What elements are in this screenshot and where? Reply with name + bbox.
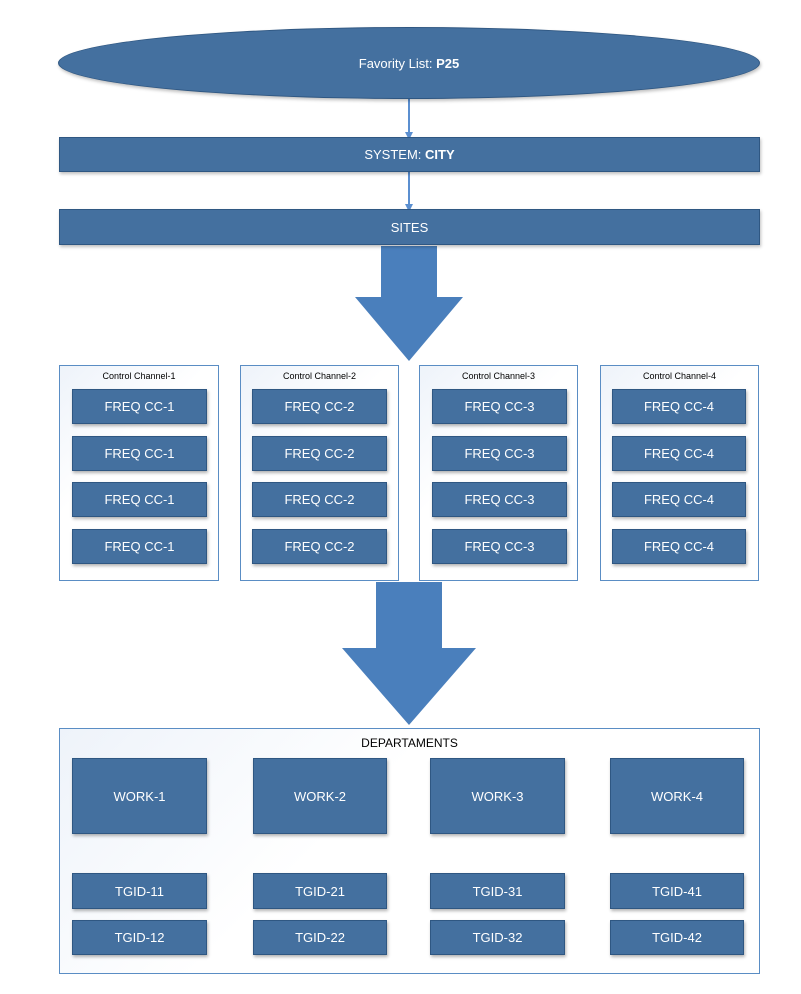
system-node: SYSTEM: CITY (59, 137, 760, 172)
tgid-box: TGID-42 (610, 920, 744, 955)
departments-title: DEPARTAMENTS (361, 736, 458, 750)
tgid-box: TGID-12 (72, 920, 207, 955)
control-channel-panel-4: Control Channel-4 FREQ CC-4 FREQ CC-4 FR… (600, 365, 759, 581)
control-channel-panel-1: Control Channel-1 FREQ CC-1 FREQ CC-1 FR… (59, 365, 219, 581)
freq-box: FREQ CC-1 (72, 482, 207, 517)
freq-box: FREQ CC-4 (612, 389, 746, 424)
freq-box: FREQ CC-3 (432, 482, 567, 517)
freq-box: FREQ CC-3 (432, 436, 567, 471)
tgid-box: TGID-11 (72, 873, 207, 909)
work-box-2: WORK-2 (253, 758, 387, 834)
freq-box: FREQ CC-3 (432, 389, 567, 424)
freq-box: FREQ CC-2 (252, 482, 387, 517)
sites-node: SITES (59, 209, 760, 245)
tgid-box: TGID-31 (430, 873, 565, 909)
favorite-list-node: Favority List: P25 (58, 27, 760, 99)
system-label: SYSTEM: (364, 147, 422, 162)
favorite-list-value: P25 (436, 55, 460, 71)
sites-label: SITES (390, 219, 429, 235)
control-channel-panel-3: Control Channel-3 FREQ CC-3 FREQ CC-3 FR… (419, 365, 578, 581)
departments-panel: DEPARTAMENTS WORK-1 WORK-2 WORK-3 WORK-4… (59, 728, 760, 974)
control-channel-title: Control Channel-3 (461, 371, 536, 381)
favorite-list-label: Favority List: (358, 55, 433, 71)
big-arrow-sites-to-channels (355, 246, 463, 361)
tgid-box: TGID-21 (253, 873, 387, 909)
freq-box: FREQ CC-4 (612, 529, 746, 564)
tgid-box: TGID-32 (430, 920, 565, 955)
control-channel-title: Control Channel-1 (102, 371, 176, 381)
work-box-4: WORK-4 (610, 758, 744, 834)
freq-box: FREQ CC-2 (252, 529, 387, 564)
work-box-3: WORK-3 (430, 758, 565, 834)
control-channel-panel-2: Control Channel-2 FREQ CC-2 FREQ CC-2 FR… (240, 365, 399, 581)
freq-box: FREQ CC-4 (612, 482, 746, 517)
system-value: CITY (425, 147, 455, 162)
freq-box: FREQ CC-1 (72, 436, 207, 471)
control-channel-title: Control Channel-4 (642, 371, 717, 381)
freq-box: FREQ CC-2 (252, 436, 387, 471)
freq-box: FREQ CC-3 (432, 529, 567, 564)
big-arrow-channels-to-departments (342, 582, 476, 725)
tgid-box: TGID-41 (610, 873, 744, 909)
freq-box: FREQ CC-4 (612, 436, 746, 471)
work-box-1: WORK-1 (72, 758, 207, 834)
freq-box: FREQ CC-2 (252, 389, 387, 424)
freq-box: FREQ CC-1 (72, 529, 207, 564)
tgid-box: TGID-22 (253, 920, 387, 955)
control-channel-title: Control Channel-2 (282, 371, 357, 381)
freq-box: FREQ CC-1 (72, 389, 207, 424)
